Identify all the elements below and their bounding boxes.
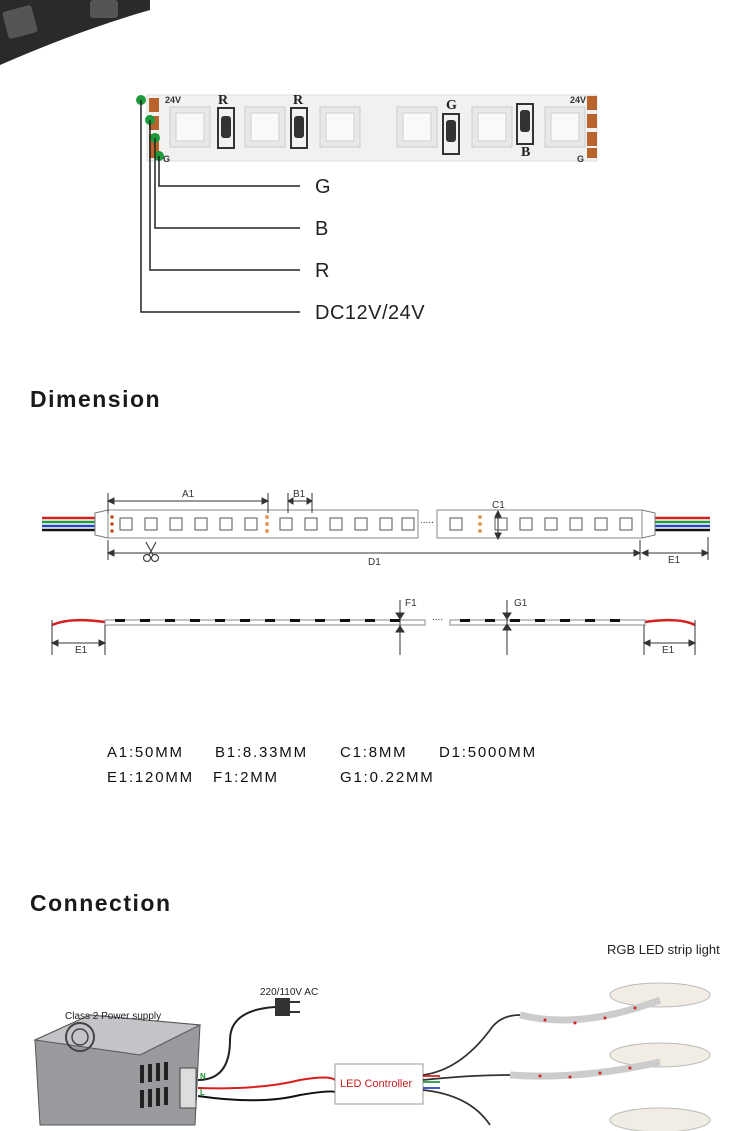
- pad-label-r2: R: [293, 93, 304, 108]
- connection-title: Connection: [30, 890, 172, 916]
- strip-corner-image: [0, 0, 150, 65]
- dim-label-g1: G1: [514, 598, 528, 609]
- spec-e1: E1:120MM: [107, 769, 194, 786]
- strip-voltage-left: 24V: [165, 95, 182, 105]
- terminal-n: N: [200, 1072, 206, 1081]
- pad-label-g: G: [446, 98, 457, 113]
- spec-f1: F1:2MM: [213, 769, 279, 786]
- spec-b1: B1:8.33MM: [215, 744, 308, 761]
- controller-label: LED Controller: [340, 1078, 413, 1090]
- pad-label-g-left: G: [163, 154, 171, 164]
- pin-label-r: R: [315, 260, 330, 282]
- ac-label: 220/110V AC: [260, 987, 319, 998]
- pin-label-dc: DC12V/24V: [315, 302, 426, 324]
- spec-c1: C1:8MM: [340, 744, 408, 761]
- terminal-l: L: [200, 1088, 205, 1097]
- strip-light-label: RGB LED strip light: [607, 942, 720, 957]
- dimension-title: Dimension: [30, 386, 162, 412]
- spec-d1: D1:5000MM: [439, 744, 537, 761]
- dim-label-b1: B1: [293, 489, 306, 500]
- pinout-diagram: [136, 94, 598, 313]
- dim-label-f1: F1: [405, 598, 417, 609]
- dim-label-d1: D1: [368, 557, 381, 568]
- spec-a1: A1:50MM: [107, 744, 184, 761]
- pin-label-g: G: [315, 176, 332, 198]
- spec-g1: G1:0.22MM: [340, 769, 435, 786]
- pin-label-b: B: [315, 218, 329, 240]
- dim-label-e1-left: E1: [75, 645, 88, 656]
- strip-voltage-right: 24V: [570, 95, 587, 105]
- pad-label-r1: R: [218, 93, 229, 108]
- dim-label-c1: C1: [492, 500, 505, 511]
- pad-label-g-right: G: [577, 154, 585, 164]
- dim-label-a1: A1: [182, 489, 195, 500]
- connection-diagram: [33, 982, 711, 1131]
- dim-label-e1-top: E1: [668, 555, 681, 566]
- dim-label-e1-right: E1: [662, 645, 675, 656]
- dim-side-dots: ....: [432, 612, 444, 623]
- dimension-diagram: [42, 493, 710, 655]
- dim-dots: .....: [420, 515, 434, 526]
- power-supply-label: Class 2 Power supply: [65, 1011, 162, 1022]
- pad-label-b: B: [521, 145, 531, 160]
